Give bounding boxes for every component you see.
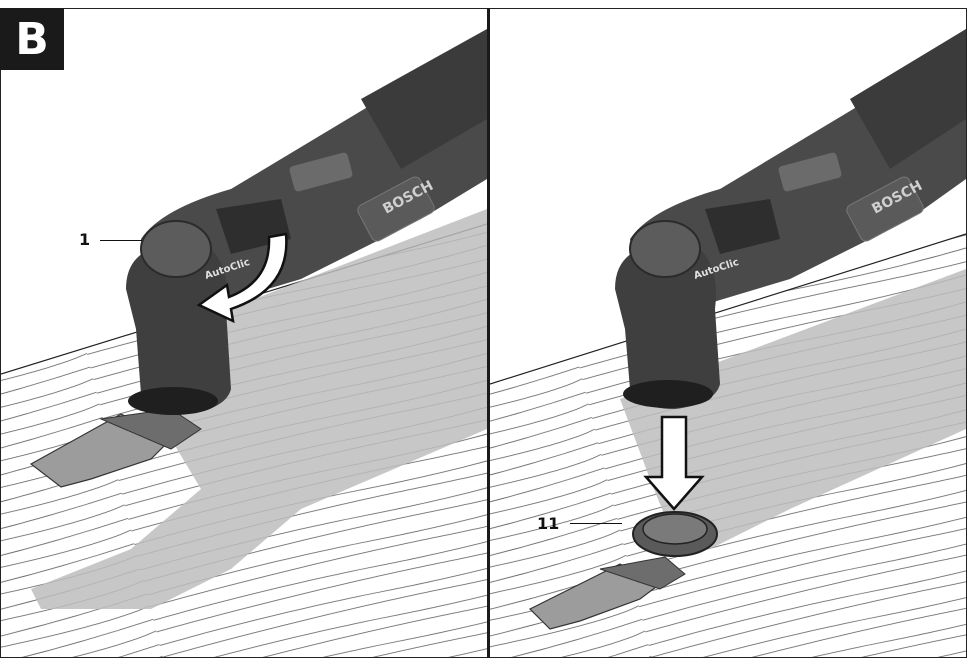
panel-insert-accessory: AutoClic BOSCH — [490, 9, 966, 657]
accessory-holder — [632, 511, 718, 557]
rotate-arrow-icon — [196, 232, 288, 324]
down-arrow-icon — [643, 415, 705, 511]
panel-divider — [487, 8, 490, 658]
callout-1: 1 — [79, 230, 91, 249]
callout-11: 11 — [537, 514, 560, 533]
panel-release-tool: AutoClic BOSCH — [1, 9, 487, 657]
illustration-release: AutoClic BOSCH — [1, 29, 487, 657]
leader-line-1 — [100, 240, 142, 241]
multitool-body — [615, 29, 966, 409]
leader-line-11 — [570, 523, 622, 524]
saw-blade — [528, 556, 686, 630]
tool-shadow — [620, 269, 966, 549]
illustration-insert: AutoClic BOSCH — [490, 29, 966, 657]
tool-shadow — [31, 209, 487, 609]
multitool-body — [126, 29, 487, 415]
figure-label: B — [0, 8, 64, 70]
